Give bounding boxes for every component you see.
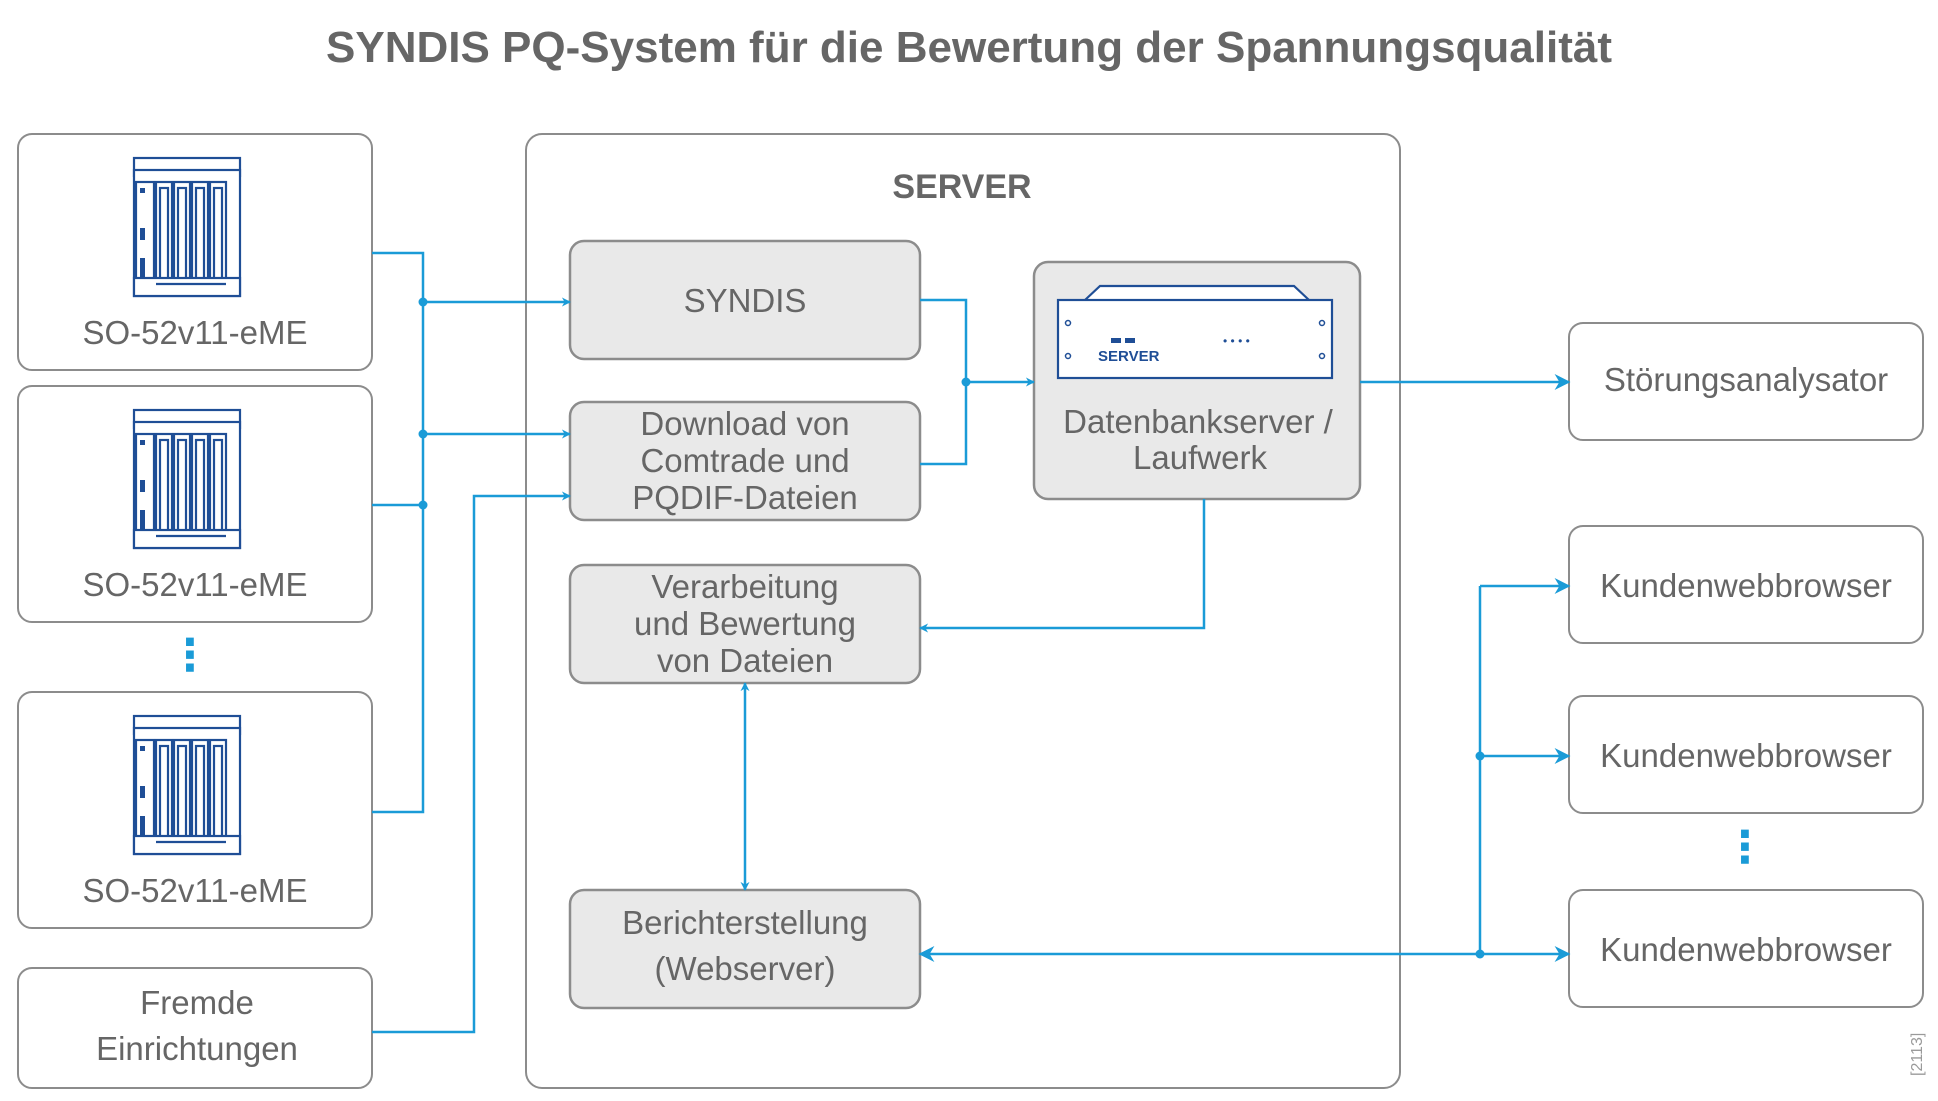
server-label: SERVER xyxy=(892,168,1031,206)
download-label-line1: Download von xyxy=(640,405,849,442)
database-label-line2: Laufwerk xyxy=(1133,439,1267,476)
protection-device-icon xyxy=(132,714,242,856)
device-label: SO-52v11-eME xyxy=(83,566,308,603)
browsers-ellipsis: ⋮ xyxy=(1723,822,1767,873)
device-label: SO-52v11-eME xyxy=(83,314,308,351)
connector-lines xyxy=(372,251,1571,1034)
diagram-title: SYNDIS PQ-System für die Bewertung der S… xyxy=(326,23,1612,72)
foreign-equipment-label-line2: Einrichtungen xyxy=(96,1030,298,1067)
database-server-box: SERVER • • • • Datenbankserver / Laufwer… xyxy=(1032,260,1362,501)
protection-device-icon xyxy=(132,156,242,298)
foreign-equipment-box: Fremde Einrichtungen xyxy=(17,967,373,1089)
browser-label: Kundenwebbrowser xyxy=(1600,931,1892,968)
device-box-3: SO-52v11-eME xyxy=(17,691,373,929)
foreign-equipment-label-line1: Fremde xyxy=(140,984,254,1021)
arrow-foreign-to-download xyxy=(372,491,571,1034)
browser-label: Kundenwebbrowser xyxy=(1600,567,1892,604)
server-icon-dots: • • • • xyxy=(1223,334,1250,348)
reporting-label-line2: (Webserver) xyxy=(655,950,836,987)
device-box-1: SO-52v11-eME xyxy=(17,133,373,371)
browser-box-3: Kundenwebbrowser xyxy=(1568,889,1924,1008)
arrow-database-to-processing xyxy=(919,499,1206,633)
device-box-2: SO-52v11-eME xyxy=(17,385,373,623)
analyzer-box: Störungsanalysator xyxy=(1568,322,1924,441)
protection-device-icon xyxy=(132,408,242,550)
analyzer-label: Störungsanalysator xyxy=(1604,361,1888,398)
browser-label: Kundenwebbrowser xyxy=(1600,737,1892,774)
device-label: SO-52v11-eME xyxy=(83,872,308,909)
browser-box-1: Kundenwebbrowser xyxy=(1568,525,1924,644)
device-bus-line xyxy=(372,251,425,814)
server-rack-icon: SERVER • • • • xyxy=(1056,284,1334,380)
download-label-line3: PQDIF-Dateien xyxy=(632,479,858,516)
download-box: Download von Comtrade und PQDIF-Dateien xyxy=(568,400,922,522)
devices-ellipsis: ⋮ xyxy=(168,630,212,681)
browser-box-2: Kundenwebbrowser xyxy=(1568,695,1924,814)
processing-label-line3: von Dateien xyxy=(657,642,833,679)
syndis-box: SYNDIS xyxy=(568,239,922,361)
processing-label-line2: und Bewertung xyxy=(634,605,856,642)
download-label-line2: Comtrade und xyxy=(640,442,849,479)
server-icon-label: SERVER xyxy=(1098,348,1160,365)
database-label-line1: Datenbankserver / xyxy=(1063,403,1333,440)
reporting-label-line1: Berichterstellung xyxy=(622,904,868,941)
reporting-box: Berichterstellung (Webserver) xyxy=(568,888,922,1010)
figure-reference: [2113] xyxy=(1909,1033,1926,1076)
processing-label-line1: Verarbeitung xyxy=(651,568,838,605)
processing-box: Verarbeitung und Bewertung von Dateien xyxy=(568,563,922,685)
syndis-label: SYNDIS xyxy=(684,282,807,319)
